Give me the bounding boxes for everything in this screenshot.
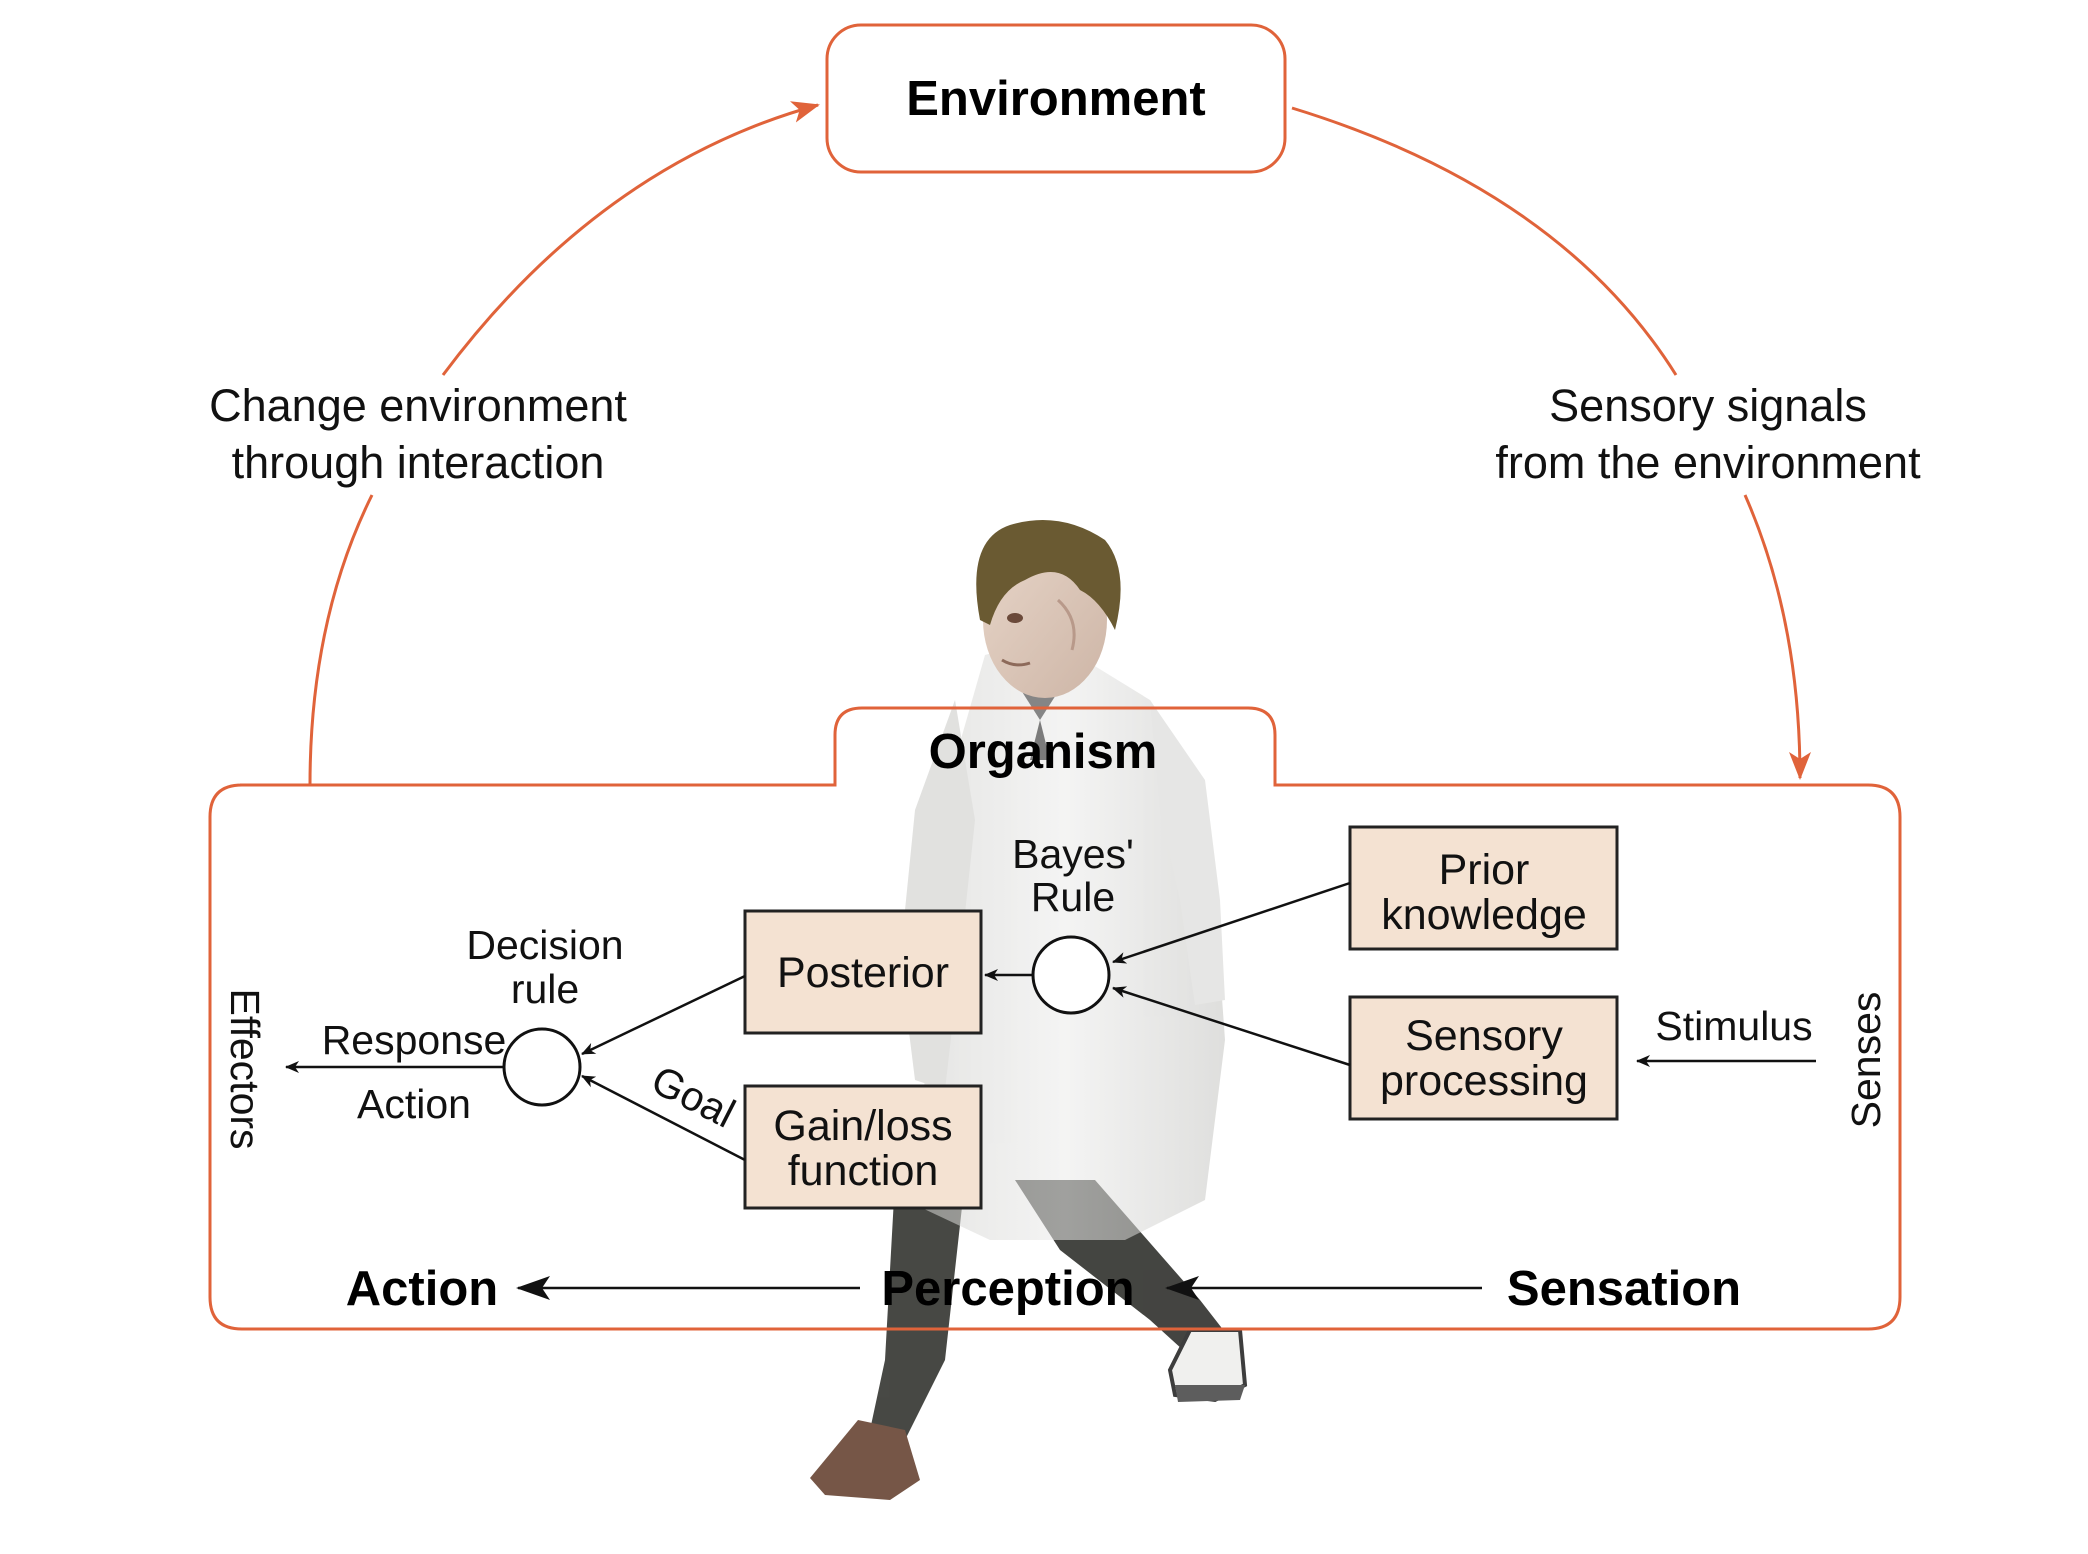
organism-title: Organism	[929, 725, 1158, 779]
right-loop-upper-arc	[1291, 106, 1678, 376]
figure-head	[976, 520, 1121, 698]
environment-box: Environment	[825, 23, 1287, 174]
sensory-processing-line2: processing	[1380, 1057, 1588, 1105]
stage-row: Action Perception Sensation	[346, 1262, 1741, 1316]
prior-knowledge-line2: knowledge	[1381, 891, 1587, 939]
action-edge-label: Action	[357, 1081, 471, 1127]
goal-label: Goal	[644, 1056, 742, 1136]
prior-to-bayes-arrow	[1112, 881, 1351, 964]
inner-arrows	[285, 881, 1816, 1162]
decision-rule-node: Decision rule	[466, 922, 624, 1107]
gain-loss-line2: function	[788, 1147, 939, 1195]
gain-loss-function-box: Gain/loss function	[743, 1084, 983, 1210]
response-label: Response	[322, 1017, 507, 1063]
left-loop-lower-arc	[308, 494, 374, 786]
change-environment-label-line1: Change environment	[209, 380, 627, 431]
sensory-to-bayes-arrow	[1112, 986, 1351, 1067]
stage-perception: Perception	[881, 1262, 1134, 1316]
stage-sensation: Sensation	[1507, 1262, 1741, 1316]
decision-rule-line1: Decision	[466, 922, 623, 968]
effectors-label: Effectors	[222, 988, 268, 1149]
sensory-signals-label-line2: from the environment	[1495, 437, 1921, 488]
prior-knowledge-box: Prior knowledge	[1348, 825, 1619, 951]
stimulus-label: Stimulus	[1655, 1003, 1812, 1049]
sensory-processing-line1: Sensory	[1405, 1012, 1563, 1060]
left-loop-upper-arc	[441, 101, 820, 376]
sensory-processing-box: Sensory processing	[1348, 995, 1619, 1121]
gain-loss-line1: Gain/loss	[773, 1102, 952, 1150]
posterior-label: Posterior	[777, 949, 949, 997]
bayes-rule-line1: Bayes'	[1012, 831, 1134, 877]
walking-man-illustration	[810, 520, 1248, 1500]
organism-frame: Organism	[208, 706, 1902, 1331]
stage-action: Action	[346, 1262, 498, 1316]
sensory-signals-label-line1: Sensory signals	[1549, 380, 1867, 431]
right-loop-lower-arc	[1743, 494, 1811, 780]
bayes-rule-node: Bayes' Rule	[1012, 831, 1134, 1015]
loop-arrows	[308, 101, 1811, 786]
posterior-to-decision-arrow	[581, 974, 746, 1056]
environment-title: Environment	[906, 72, 1205, 126]
posterior-box: Posterior	[743, 909, 983, 1035]
prior-knowledge-line1: Prior	[1439, 846, 1530, 894]
bayes-rule-line2: Rule	[1031, 874, 1115, 920]
decision-rule-line2: rule	[511, 966, 579, 1012]
change-environment-label-line2: through interaction	[232, 437, 605, 488]
senses-label: Senses	[1843, 992, 1889, 1129]
gainloss-to-decision-arrow	[581, 1074, 746, 1162]
